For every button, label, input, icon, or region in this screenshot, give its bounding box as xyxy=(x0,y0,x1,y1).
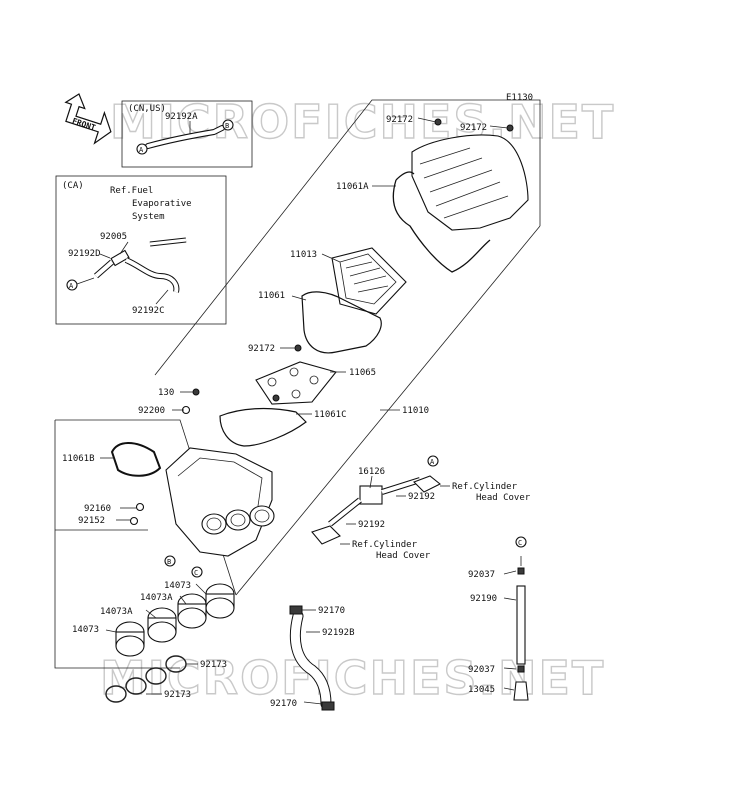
label-92192D: 92192D xyxy=(68,249,101,259)
label-11061B: 11061B xyxy=(62,454,95,464)
inset-cn-us-title: (CN,US) xyxy=(128,104,166,114)
label-13045: 13045 xyxy=(468,685,495,695)
air-filter-element xyxy=(331,247,407,315)
label-16126: 16126 xyxy=(358,467,385,477)
ref-cyl-head-2-l1: Ref.Cylinder xyxy=(352,540,418,550)
connector-c-main: C xyxy=(194,569,198,577)
label-11061A: 11061A xyxy=(336,182,369,192)
collar-92152 xyxy=(129,516,139,526)
label-130: 130 xyxy=(158,388,174,398)
label-14073-b: 14073 xyxy=(72,625,99,635)
connector-b: B xyxy=(167,558,171,566)
label-92173-b: 92173 xyxy=(164,690,191,700)
drain-tube xyxy=(513,556,529,701)
label-92170-b: 92170 xyxy=(270,699,297,709)
inset-cn-us: (CN,US) 92192A A B xyxy=(121,100,253,168)
label-92037-b: 92037 xyxy=(468,665,495,675)
label-92173-a: 92173 xyxy=(200,660,227,670)
ref-cyl-head-1-l1: Ref.Cylinder xyxy=(452,482,518,492)
part-11061B xyxy=(110,442,162,477)
label-92190: 92190 xyxy=(470,594,497,604)
label-92172-c: 92172 xyxy=(248,344,275,354)
watermark-top: MICROFICHES.NET xyxy=(110,95,615,149)
diagram-code: E1130 xyxy=(506,93,533,103)
label-92037-a: 92037 xyxy=(468,570,495,580)
label-11061: 11061 xyxy=(258,291,285,301)
label-92160: 92160 xyxy=(84,504,111,514)
front-label: FRONT xyxy=(71,117,97,133)
label-92192C: 92192C xyxy=(132,306,165,316)
label-11013: 11013 xyxy=(290,250,317,260)
label-11010: 11010 xyxy=(402,406,429,416)
ref-cyl-head-2-l2: Head Cover xyxy=(376,551,431,561)
label-92192-b: 92192 xyxy=(358,520,385,530)
gasket-11061C xyxy=(219,407,307,447)
label-14073-a: 14073 xyxy=(164,581,191,591)
label-92172-a: 92172 xyxy=(386,115,413,125)
breather-valve xyxy=(311,475,442,545)
inset-ca-ref-3: System xyxy=(132,212,165,222)
label-92005: 92005 xyxy=(100,232,127,242)
label-92152: 92152 xyxy=(78,516,105,526)
inset-ca-conn-a: A xyxy=(69,282,74,290)
ref-cyl-head-1-l2: Head Cover xyxy=(476,493,531,503)
inset-ca-ref-2: Evaporative xyxy=(132,199,192,209)
lower-airbox xyxy=(165,447,275,557)
inset-ca-title: (CA) xyxy=(62,181,84,191)
label-92170-a: 92170 xyxy=(318,606,345,616)
connector-c-right: C xyxy=(518,539,522,547)
label-14073A-b: 14073A xyxy=(100,607,133,617)
connector-a: A xyxy=(430,458,435,466)
label-92192A: 92192A xyxy=(165,112,198,122)
hose-92192B xyxy=(289,605,335,711)
inset-cn-us-conn-a: A xyxy=(139,146,144,154)
grommet-92160 xyxy=(135,502,145,512)
label-92192B: 92192B xyxy=(322,628,355,638)
inset-cn-us-conn-b: B xyxy=(225,122,229,130)
label-92200: 92200 xyxy=(138,406,165,416)
intake-funnels xyxy=(115,583,235,657)
label-11061C: 11061C xyxy=(314,410,347,420)
label-92172-b: 92172 xyxy=(460,123,487,133)
leader-lines xyxy=(100,117,517,705)
inset-ca-ref-1: Ref.Fuel xyxy=(110,186,153,196)
airbox-cover xyxy=(392,118,529,273)
label-92192-a: 92192 xyxy=(408,492,435,502)
gasket-11061 xyxy=(301,291,382,354)
label-14073A-a: 14073A xyxy=(140,593,173,603)
label-11065: 11065 xyxy=(349,368,376,378)
plate-11065 xyxy=(255,344,337,405)
inset-ca: (CA) Ref.Fuel Evaporative System 92005 9… xyxy=(55,175,227,325)
